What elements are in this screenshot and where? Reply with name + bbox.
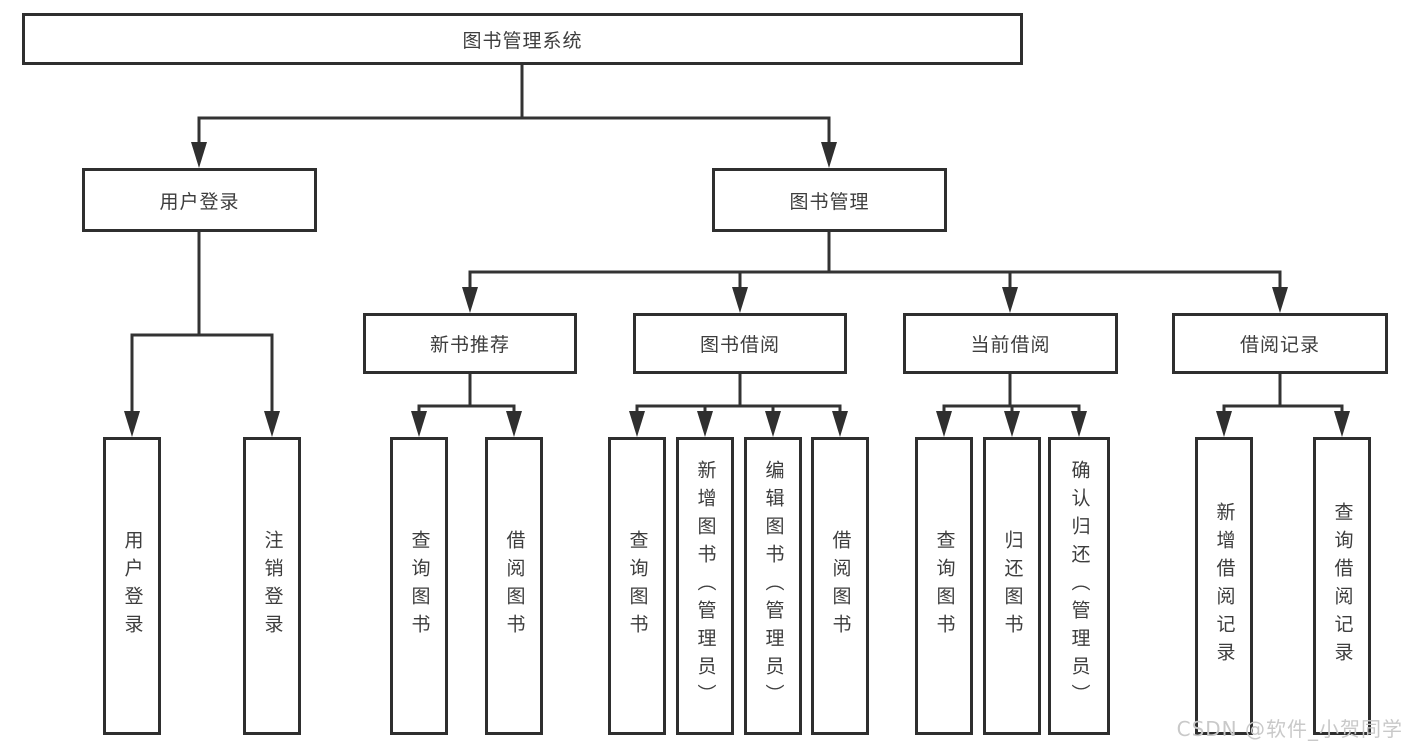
node-library-management-system: 图书管理系统 xyxy=(22,13,1023,65)
node-label: 图书管理 xyxy=(789,190,870,213)
node-label: 新增借阅记录 xyxy=(1213,502,1236,670)
leaf-query-borrow-record: 查询借阅记录 xyxy=(1313,437,1371,735)
node-borrowing-records: 借阅记录 xyxy=(1172,313,1388,374)
node-label: 查询图书 xyxy=(933,530,956,642)
leaf-logout: 注销登录 xyxy=(243,437,301,735)
node-label: 确认归还（管理员） xyxy=(1068,460,1091,712)
leaf-user-login: 用户登录 xyxy=(103,437,161,735)
leaf-borrow-books-recommend: 借阅图书 xyxy=(485,437,543,735)
connector-userlogin-to-leaves xyxy=(124,232,280,437)
node-current-borrowing: 当前借阅 xyxy=(903,313,1118,374)
leaf-return-books: 归还图书 xyxy=(983,437,1041,735)
leaf-query-books-recommend: 查询图书 xyxy=(390,437,448,735)
leaf-edit-books-admin: 编辑图书（管理员） xyxy=(744,437,802,735)
node-label: 借阅记录 xyxy=(1239,334,1320,356)
node-label: 新书推荐 xyxy=(429,334,510,356)
leaf-confirm-return-admin: 确认归还（管理员） xyxy=(1048,437,1110,735)
node-user-login: 用户登录 xyxy=(82,168,317,232)
leaf-query-books-current: 查询图书 xyxy=(915,437,973,735)
connector-root-to-level2 xyxy=(191,65,837,168)
node-label: 图书管理系统 xyxy=(462,29,583,52)
node-new-book-recommend: 新书推荐 xyxy=(363,313,577,374)
node-label: 借阅图书 xyxy=(829,530,852,642)
connector-borrowing-to-leaves xyxy=(629,374,848,437)
node-label: 归还图书 xyxy=(1001,530,1024,642)
node-label: 查询图书 xyxy=(626,530,649,642)
leaf-query-books-borrowing: 查询图书 xyxy=(608,437,666,735)
csdn-watermark: CSDN @软件_小贺同学 xyxy=(1176,717,1403,741)
node-label: 新增图书（管理员） xyxy=(694,460,717,712)
connector-recommend-to-leaves xyxy=(411,374,522,437)
leaf-borrow-books-borrowing: 借阅图书 xyxy=(811,437,869,735)
node-book-borrowing: 图书借阅 xyxy=(633,313,847,374)
node-label: 当前借阅 xyxy=(970,334,1051,356)
node-label: 编辑图书（管理员） xyxy=(762,460,785,712)
node-label: 借阅图书 xyxy=(503,530,526,642)
node-label: 图书借阅 xyxy=(699,334,780,356)
node-label: 查询借阅记录 xyxy=(1331,502,1354,670)
node-label: 注销登录 xyxy=(261,530,284,642)
node-label: 查询图书 xyxy=(408,530,431,642)
leaf-add-borrow-record: 新增借阅记录 xyxy=(1195,437,1253,735)
node-label: 用户登录 xyxy=(159,190,240,213)
node-book-management: 图书管理 xyxy=(712,168,947,232)
node-label: 用户登录 xyxy=(121,530,144,642)
connector-records-to-leaves xyxy=(1216,374,1350,437)
leaf-add-books-admin: 新增图书（管理员） xyxy=(676,437,734,735)
connector-bookmgmt-to-level3 xyxy=(462,232,1288,313)
connector-current-to-leaves xyxy=(936,374,1087,437)
